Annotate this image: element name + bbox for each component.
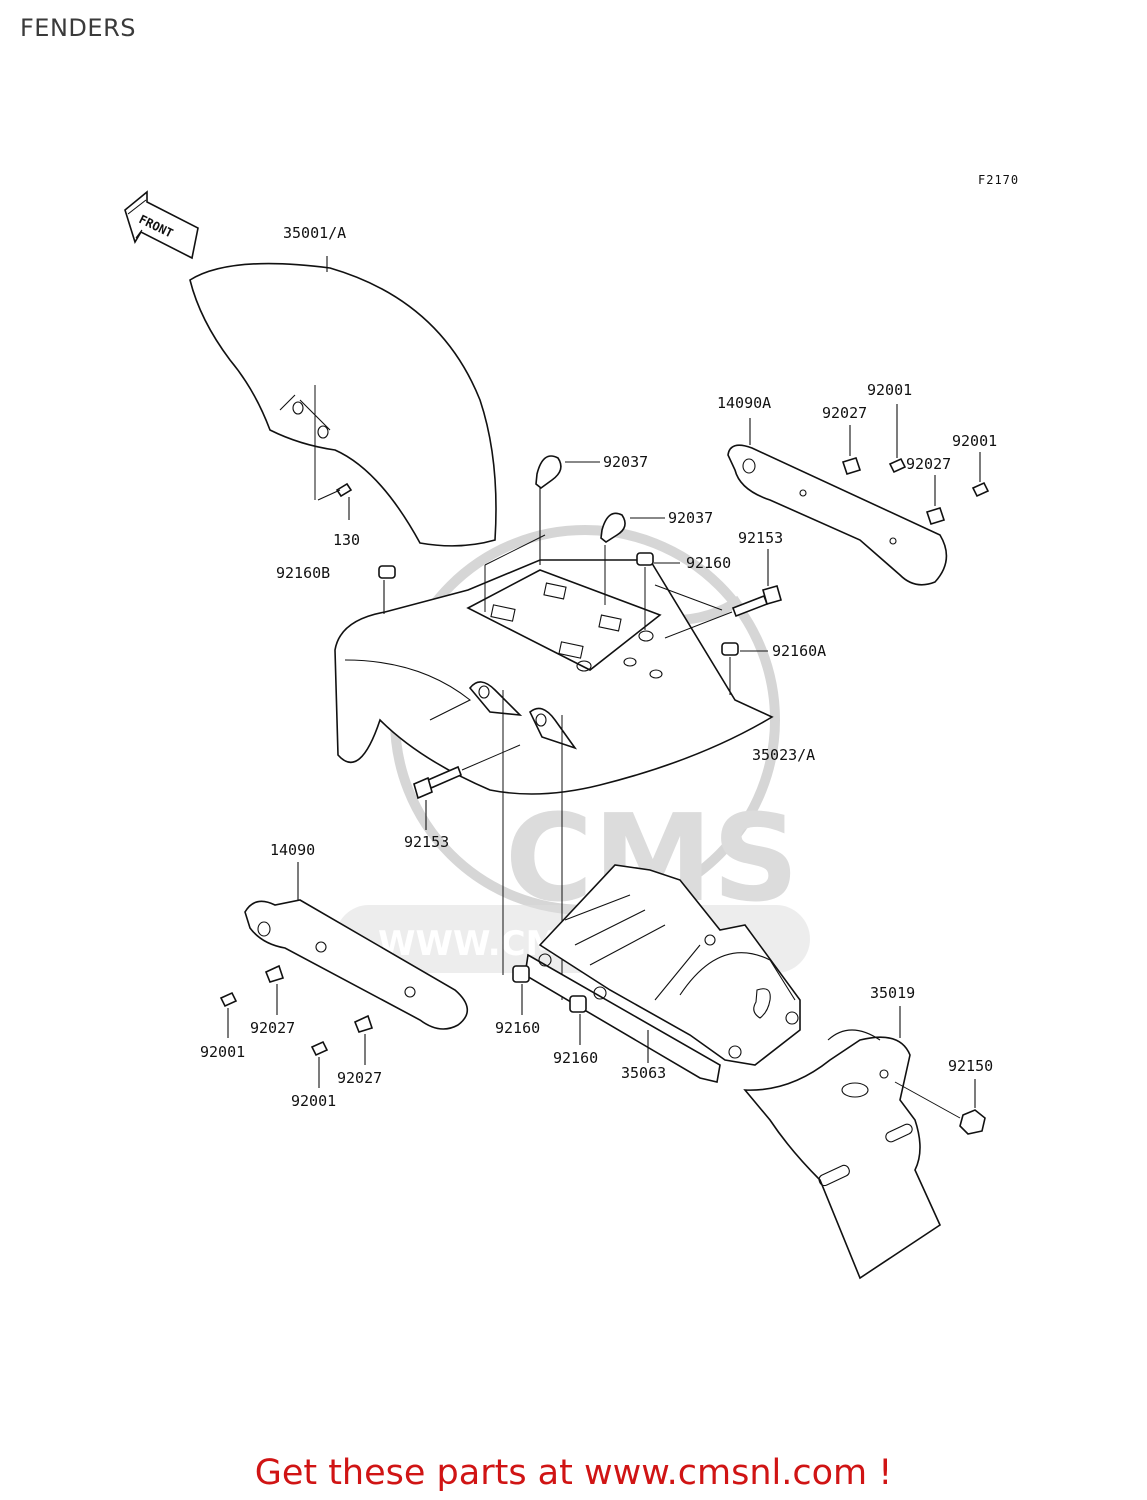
- page-title: FENDERS: [20, 14, 136, 42]
- callout-92037-a: 92037: [603, 453, 648, 471]
- side-cover-14090: [244, 862, 469, 1030]
- footer-link-text[interactable]: Get these parts at www.cmsnl.com !: [254, 1453, 893, 1493]
- grommet-92160-m2-icon: [569, 995, 587, 1045]
- license-plate-holder-35019: [743, 1006, 942, 1280]
- callout-92027-r2: 92027: [906, 455, 951, 473]
- callout-92037-b: 92037: [668, 509, 713, 527]
- callout-130: 130: [333, 531, 360, 549]
- screw-92001-r2-icon: [971, 452, 990, 498]
- grommet-92160a-icon: [721, 642, 768, 695]
- bolt-130-icon: [317, 482, 353, 520]
- callout-92153-bottom: 92153: [404, 833, 449, 851]
- washer-92027-r1-icon: [841, 425, 862, 475]
- callout-92001-r2: 92001: [952, 432, 997, 450]
- washer-92027-l1-icon: [264, 964, 285, 1015]
- nut-92150-icon: [894, 1079, 986, 1135]
- clamp-92037-b-icon: [600, 512, 665, 605]
- clamp-92037-a-icon: [535, 455, 600, 565]
- screw-92001-l1-icon: [219, 991, 238, 1038]
- bolt-92153-bottom-icon: [413, 744, 521, 830]
- figure-code: F2170: [978, 173, 1019, 187]
- callout-92160-m1: 92160: [495, 1019, 540, 1037]
- front-fender: [189, 256, 497, 547]
- callout-92027-l1: 92027: [250, 1019, 295, 1037]
- callout-14090a: 14090A: [717, 394, 771, 412]
- callout-92153-top: 92153: [738, 529, 783, 547]
- callouts: 35001/A 130 92160B 92037 92037 92160 921…: [200, 224, 997, 1110]
- callout-35063: 35063: [621, 1064, 666, 1082]
- front-arrow-icon: FRONT: [124, 190, 199, 260]
- grommet-92160-top-icon: [636, 552, 680, 630]
- callout-92001-l1: 92001: [200, 1043, 245, 1061]
- callout-35023a: 35023/A: [752, 746, 815, 764]
- callout-14090: 14090: [270, 841, 315, 859]
- rear-fender: [334, 534, 774, 1000]
- side-cover-14090a: [727, 418, 948, 586]
- grommet-92160-m1-icon: [512, 965, 530, 1015]
- screw-92001-l2-icon: [310, 1040, 329, 1088]
- washer-92027-l2-icon: [353, 1014, 374, 1065]
- callout-35019: 35019: [870, 984, 915, 1002]
- callout-92027-r1: 92027: [822, 404, 867, 422]
- washer-92027-r2-icon: [925, 475, 946, 525]
- callout-92160-top: 92160: [686, 554, 731, 572]
- screw-92001-r1-icon: [888, 404, 907, 474]
- grommet-92160b-icon: [378, 565, 396, 579]
- callout-92160b: 92160B: [276, 564, 330, 582]
- callout-92027-l2: 92027: [337, 1069, 382, 1087]
- callout-92001-l2: 92001: [291, 1092, 336, 1110]
- callout-92001-r1: 92001: [867, 381, 912, 399]
- callout-92160a: 92160A: [772, 642, 826, 660]
- callout-35001a: 35001/A: [283, 224, 346, 242]
- callout-92150: 92150: [948, 1057, 993, 1075]
- callout-92160-m2: 92160: [553, 1049, 598, 1067]
- bolt-92153-top-icon: [664, 549, 782, 639]
